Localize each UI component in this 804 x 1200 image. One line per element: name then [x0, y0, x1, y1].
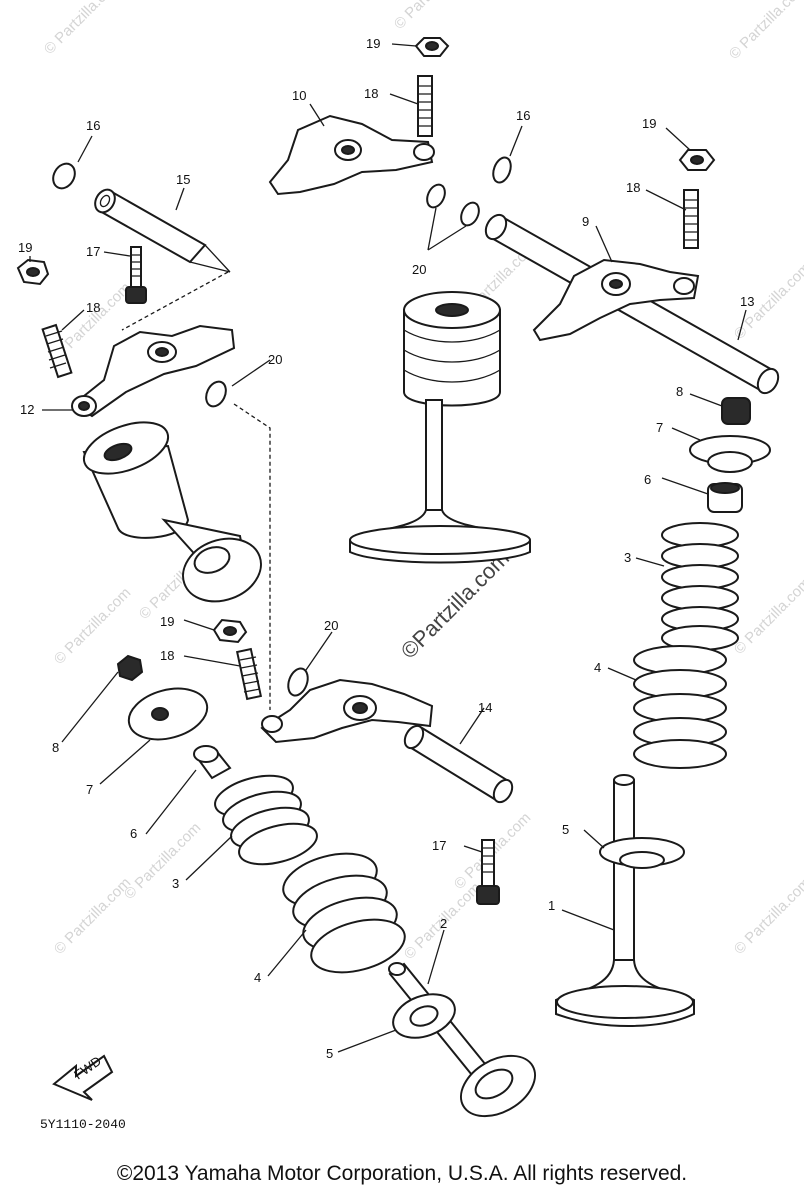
callout-8: 8: [676, 384, 683, 399]
watermark: © Partzilla.com: [51, 874, 134, 957]
callout-8: 8: [52, 740, 59, 755]
callout-5: 5: [562, 822, 569, 837]
retainer-7-right: [689, 435, 771, 473]
callout-16: 16: [516, 108, 530, 123]
watermark: © Partzilla.com: [391, 0, 474, 33]
assembly-line: [121, 271, 229, 331]
adjuster-18-right: [683, 189, 699, 249]
cotter-8-left: [116, 654, 144, 682]
callout-14: 14: [478, 700, 492, 715]
bolt-17: [125, 246, 147, 304]
spring-seat-5-left: [392, 993, 456, 1039]
watermark: © Partzilla.com: [726, 0, 804, 63]
callout-6: 6: [130, 826, 137, 841]
spring-3-right: [661, 522, 739, 651]
callout-19: 19: [642, 116, 656, 131]
washer-20: [205, 380, 227, 408]
watermark: © Partzilla.com: [51, 584, 134, 667]
rocker-arm-lower: [260, 678, 434, 744]
callout-13: 13: [740, 294, 754, 309]
bolt-17-lower: [476, 839, 500, 905]
cotter-8-right: [721, 397, 751, 425]
callout-18: 18: [86, 300, 100, 315]
valve-center-background: [349, 291, 531, 564]
nut-19-lower: [212, 618, 248, 644]
spring-seat-5-right: [599, 837, 685, 869]
seal-6-right: [707, 482, 743, 513]
callout-4: 4: [594, 660, 601, 675]
assembly-line: [233, 403, 271, 710]
callout-12: 12: [20, 402, 34, 417]
watermark: © Partzilla.com: [731, 874, 804, 957]
nut-19-top: [414, 37, 450, 57]
callout-20: 20: [412, 262, 426, 277]
callout-19: 19: [160, 614, 174, 629]
callout-18: 18: [160, 648, 174, 663]
watermark: © Partzilla.com: [731, 574, 804, 657]
callout-4: 4: [254, 970, 261, 985]
spring-4-right: [633, 645, 727, 769]
rocker-shaft-14: [403, 724, 514, 804]
adjuster-18: [41, 323, 73, 379]
callout-15: 15: [176, 172, 190, 187]
leader-lines: [29, 43, 747, 1053]
seal-6-left: [193, 745, 232, 780]
o-ring-16: [52, 162, 76, 190]
callout-3: 3: [624, 550, 631, 565]
retainer-7-left: [127, 687, 209, 741]
callout-20: 20: [268, 352, 282, 367]
valve-1: [555, 774, 695, 1027]
washer-20: [287, 667, 309, 697]
spring-3-left: [214, 774, 318, 866]
valve-2: [388, 962, 536, 1118]
nut-19: [16, 258, 50, 286]
washer-20: [460, 201, 480, 227]
callout-19: 19: [366, 36, 380, 51]
callout-7: 7: [656, 420, 663, 435]
nut-19-right: [678, 149, 716, 171]
spring-4-left: [282, 852, 406, 974]
rocker-shaft-15: [94, 188, 231, 273]
callout-2: 2: [440, 916, 447, 931]
diagram-code: 5Y1110-2040: [40, 1117, 126, 1132]
callout-17: 17: [432, 838, 446, 853]
o-ring-16: [492, 156, 512, 184]
callout-5: 5: [326, 1046, 333, 1061]
rocker-arm-12: [71, 324, 236, 418]
callout-7: 7: [86, 782, 93, 797]
rocker-arm-9: [532, 258, 700, 342]
adjuster-18-top: [417, 75, 433, 137]
callout-10: 10: [292, 88, 306, 103]
callout-18: 18: [626, 180, 640, 195]
callout-9: 9: [582, 214, 589, 229]
callout-17: 17: [86, 244, 100, 259]
adjuster-18-lower: [235, 647, 263, 701]
copyright-notice: ©2013 Yamaha Motor Corporation, U.S.A. A…: [116, 1162, 688, 1185]
callout-3: 3: [172, 876, 179, 891]
callout-16: 16: [86, 118, 100, 133]
callout-19: 19: [18, 240, 32, 255]
callout-6: 6: [644, 472, 651, 487]
watermark: © Partzilla.com: [41, 0, 124, 58]
rocker-arm-10: [268, 114, 435, 196]
fwd-arrow-icon: FWD: [52, 1053, 114, 1101]
callout-18: 18: [364, 86, 378, 101]
callouts: 19 18 10 16 15 19 17 18 12 20 16 19 18 9…: [18, 36, 754, 1061]
washer-20: [426, 183, 446, 209]
callout-20: 20: [324, 618, 338, 633]
callout-1: 1: [548, 898, 555, 913]
valve-left-cup: [82, 421, 262, 603]
